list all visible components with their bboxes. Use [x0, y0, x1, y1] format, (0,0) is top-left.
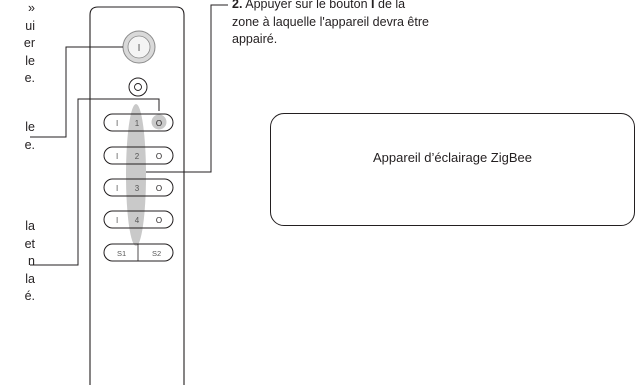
scene-button: [103, 243, 174, 262]
zone-4-off: O: [156, 216, 162, 225]
step-2-text: Appuyer sur le bouton: [245, 0, 368, 11]
zone-2-number: 2: [135, 152, 140, 161]
zone-3-button: [103, 178, 174, 197]
power-button-label: I: [138, 43, 141, 54]
zone-3-off: O: [156, 184, 162, 193]
step-number: 2.: [232, 0, 243, 11]
step-2-tail: de la: [378, 0, 406, 11]
zone-row-4: I 4 O: [103, 210, 174, 229]
zone-2-off: O: [156, 152, 162, 161]
left-text-line: é.: [24, 289, 35, 304]
zone-4-number: 4: [135, 216, 140, 225]
zone-row-2: I 2 O: [103, 146, 174, 165]
leader-line-power: [30, 46, 123, 138]
left-text-block-1: » ui er le e.: [24, 0, 35, 88]
left-text-line: la: [25, 271, 35, 286]
scene-left-label: S1: [117, 249, 126, 258]
remote-body: [89, 6, 185, 385]
off-button: [128, 77, 148, 97]
scene-row: S1 S2: [103, 243, 174, 262]
step-2-instruction: 2. Appuyer sur le bouton I de la zone à …: [232, 0, 429, 49]
left-text-block-2: le e.: [25, 119, 35, 154]
step-2-line-1: 2. Appuyer sur le bouton I de la: [232, 0, 429, 14]
left-text-block-3: la et n la é.: [25, 218, 35, 306]
button-glyph: I: [371, 0, 375, 11]
zone-row-3: I 3 O: [103, 178, 174, 197]
zone-1-on: I: [116, 119, 118, 128]
zone-4-on: I: [116, 216, 118, 225]
step-2-line-3: appairé.: [232, 32, 278, 47]
left-text-line: et: [24, 236, 35, 251]
left-text-line: er: [23, 36, 35, 51]
left-text-line: e.: [24, 71, 35, 86]
zone-3-on: I: [116, 184, 118, 193]
left-text-line: le: [25, 53, 35, 68]
zone-1-off: O: [156, 119, 162, 128]
leader-line-zone1-off: [30, 98, 160, 266]
left-text-line: n: [28, 254, 35, 269]
scene-right-label: S2: [152, 249, 161, 258]
zone-1-number: 1: [135, 119, 140, 128]
zone-1-off-highlight: [151, 114, 167, 130]
zone-2-on: I: [116, 152, 118, 161]
left-text-line: ui: [25, 18, 35, 33]
zone-4-button: [103, 210, 174, 229]
zone-1-button: [103, 113, 174, 132]
power-button-inner: [127, 35, 151, 59]
off-button-ring: [134, 83, 142, 91]
step-2-line-2: zone à laquelle l'appareil devra être: [232, 14, 429, 29]
left-text-line: la: [25, 219, 35, 233]
device-label: Appareil d’éclairage ZigBee: [373, 150, 532, 165]
zone-2-button: [103, 146, 174, 165]
leader-line-step2: [146, 4, 228, 173]
zigbee-device-box: Appareil d’éclairage ZigBee: [270, 113, 635, 226]
left-text-line: le: [25, 120, 35, 134]
zone-row-1: I 1 O: [103, 113, 174, 132]
left-text-line: »: [28, 1, 35, 15]
zone-3-number: 3: [135, 184, 140, 193]
left-text-line: e.: [24, 137, 35, 152]
